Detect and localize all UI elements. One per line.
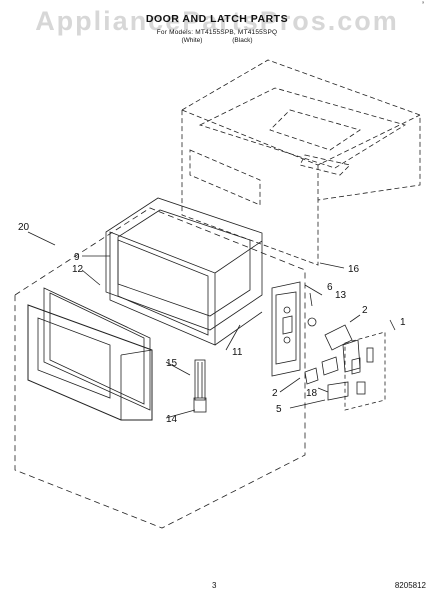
callout-15: 15 (166, 358, 178, 369)
callout-20: 20 (18, 222, 30, 233)
callout-9: 9 (74, 252, 80, 263)
color-variants: (White) (Black) (0, 37, 434, 44)
callout-6: 6 (327, 282, 333, 293)
callout-1: 1 (400, 317, 406, 328)
switch-bracket-box (344, 331, 386, 411)
callout-5: 5 (276, 404, 282, 415)
switches (351, 347, 374, 395)
leader-lines (27, 231, 396, 419)
model-numbers: For Models: MT4155SPB, MT4155SPQ (156, 29, 278, 36)
document-code: 8205812 (394, 581, 426, 590)
watermark: AppliancePartsPros.com (35, 6, 399, 36)
variant-black: (Black) (232, 37, 253, 44)
door-screen (43, 287, 151, 411)
diagram-title: DOOR AND LATCH PARTS (145, 13, 289, 25)
latch-mechanism (271, 281, 361, 401)
corner-mark: ’ (422, 0, 424, 10)
page-number: 3 (212, 581, 217, 590)
callout-16: 16 (348, 264, 360, 275)
cabinet-outline (181, 59, 421, 266)
outer-door-panel (27, 304, 153, 421)
callout-13: 13 (335, 290, 347, 301)
callout-2-lower: 2 (272, 388, 278, 399)
variant-white: (White) (181, 37, 203, 44)
callout-12: 12 (72, 264, 84, 275)
hinge-brackets (193, 359, 207, 413)
callout-18: 18 (306, 388, 318, 399)
callout-14: 14 (166, 414, 178, 425)
callout-11: 11 (232, 347, 243, 358)
door-frame (105, 197, 263, 331)
door-assembly-outline (14, 207, 306, 529)
callout-2: 2 (362, 305, 368, 316)
callout-labels: 20 9 12 16 6 13 2 1 11 15 2 18 5 14 (18, 222, 406, 425)
inner-frame (109, 231, 263, 346)
